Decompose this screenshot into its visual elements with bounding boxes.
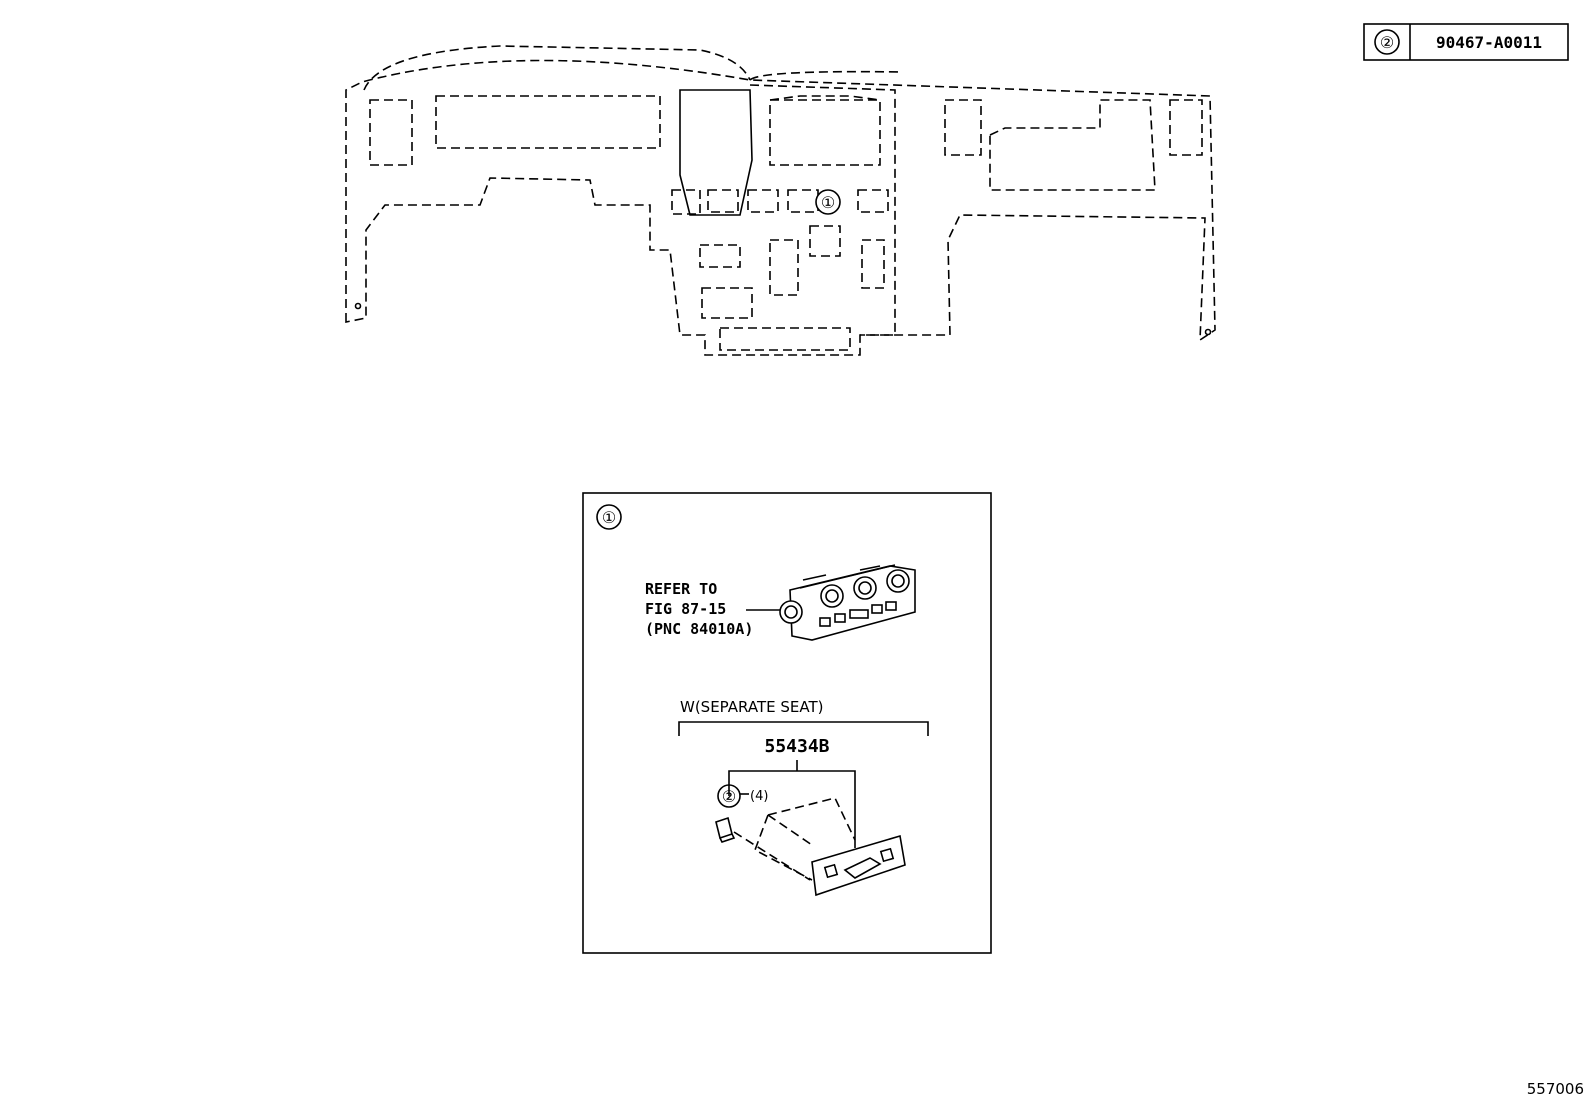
instrument-panel-drawing: ① <box>345 45 1216 356</box>
dashboard-callout-symbol: ① <box>821 193 835 212</box>
refer-text-line2: FIG 87-15 <box>645 600 726 618</box>
clip-illustration <box>715 816 736 843</box>
refer-text-line3: (PNC 84010A) <box>645 620 753 638</box>
legend-part-number: 90467-A0011 <box>1436 33 1542 52</box>
climate-control-panel-illustration <box>779 564 916 641</box>
part-number-55434B: 55434B <box>764 736 829 757</box>
legend-ref-circle <box>1374 29 1400 55</box>
detail-callout-symbol: ① <box>602 508 616 527</box>
refer-text-line1: REFER TO <box>645 580 717 598</box>
condition-label: W(SEPARATE SEAT) <box>680 698 823 716</box>
dashboard-callout-circle <box>815 189 841 215</box>
clip-callout-symbol: ② <box>722 787 736 806</box>
storage-box-illustration <box>754 797 906 897</box>
detail-box: ① REFER TO FIG 87-15 (PNC 84010A) W(SEP <box>582 492 992 954</box>
clip-quantity: (4) <box>750 789 768 804</box>
illustration-id: 557006 <box>1527 1080 1584 1098</box>
legend-ref-symbol: ② <box>1380 33 1394 52</box>
detail-callout-circle <box>596 504 622 530</box>
legend-box: ② 90467-A0011 <box>1363 23 1569 61</box>
clip-callout-circle <box>717 784 741 808</box>
